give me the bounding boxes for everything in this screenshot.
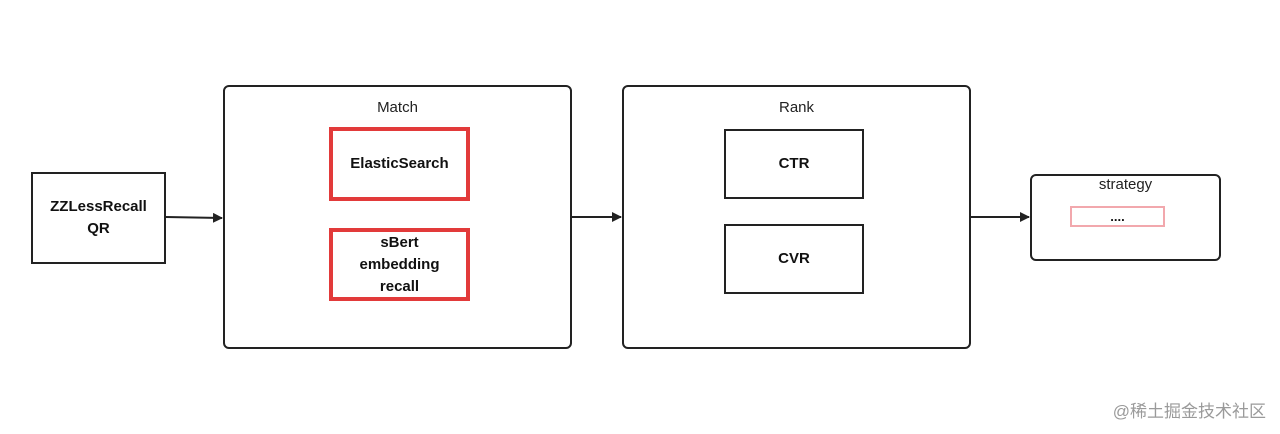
ctr-node: CTR	[724, 129, 864, 199]
sbert-recall-label: sBert embedding recall	[359, 233, 440, 295]
strategy-title: strategy	[1098, 176, 1153, 193]
cvr-node: CVR	[724, 224, 864, 294]
strategy-placeholder-text: ....	[1110, 208, 1125, 224]
input-node-label: ZZLessRecall QR	[50, 198, 147, 237]
arrow-input-to-match	[165, 212, 223, 223]
elasticsearch-node: ElasticSearch	[329, 127, 470, 201]
rank-title: Rank	[778, 99, 815, 116]
watermark: @稀土掘金技术社区	[1112, 402, 1266, 421]
strategy-placeholder-box: ....	[1070, 206, 1165, 227]
input-node: ZZLessRecall QR	[31, 172, 166, 264]
ctr-label: CTR	[778, 155, 810, 172]
match-title: Match	[377, 99, 418, 116]
sbert-recall-node: sBert embedding recall	[329, 228, 470, 301]
elasticsearch-label: ElasticSearch	[350, 155, 449, 172]
cvr-label: CVR	[778, 250, 810, 267]
